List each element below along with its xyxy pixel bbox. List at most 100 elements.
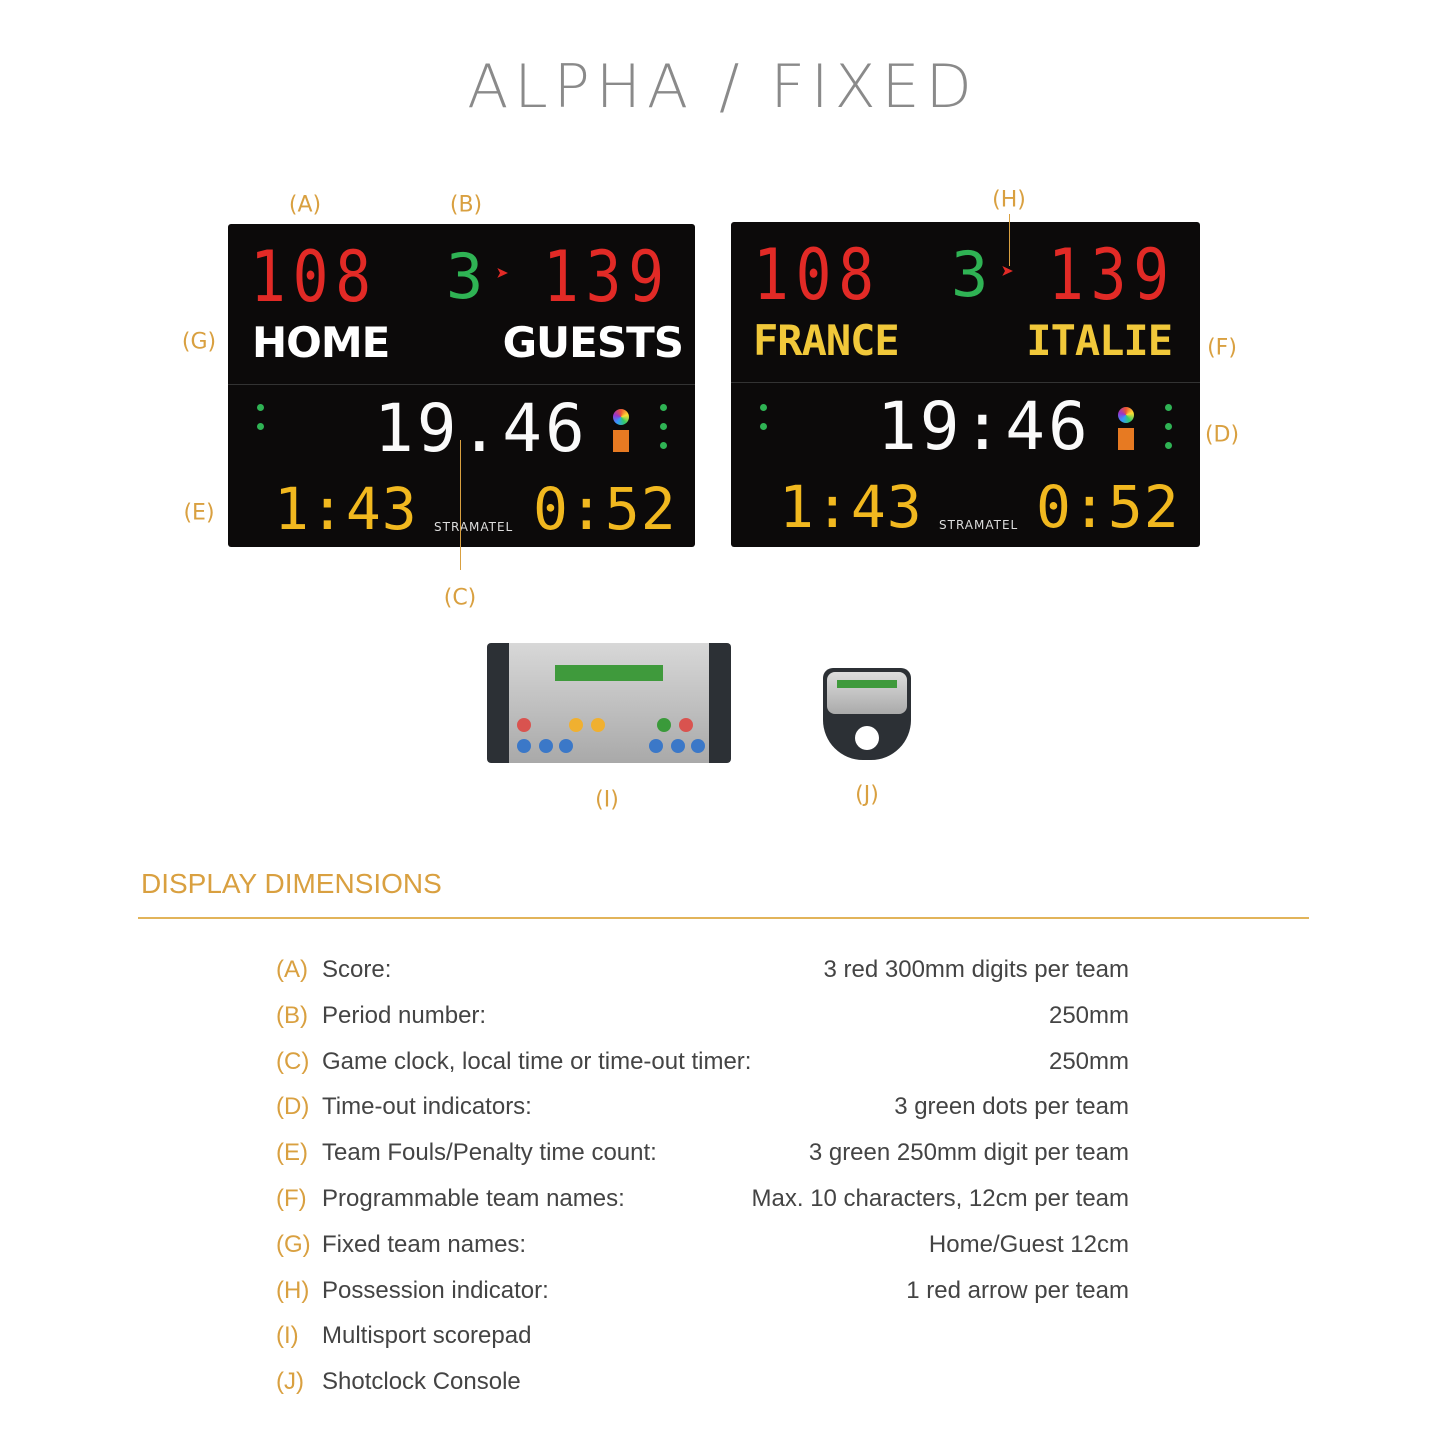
guest-fouls: 0:52 <box>1036 473 1180 541</box>
dimension-row: (D) Time-out indicators: 3 green dots per … <box>276 1093 1129 1123</box>
callout-f: (F) <box>1207 335 1237 361</box>
possession-arrow-icon: ➤ <box>1001 260 1015 285</box>
guest-score: 139 <box>1048 234 1176 316</box>
scorepad-button <box>569 718 583 732</box>
brand-logo: STRAMATEL <box>939 518 1019 532</box>
scorepad-button <box>657 718 671 732</box>
callout-g: (G) <box>181 329 217 355</box>
shotclock-console <box>823 668 911 760</box>
dimension-key: (C) <box>276 1047 310 1075</box>
dimension-name: Programmable team names: <box>322 1185 625 1212</box>
section-heading: DISPLAY DIMENSIONS <box>141 868 442 899</box>
callout-h: (H) <box>992 187 1026 213</box>
dimension-value: Home/Guest 12cm <box>928 1230 1129 1258</box>
callout-b: (B) <box>449 192 483 218</box>
dimension-value: 250mm <box>1048 1047 1129 1075</box>
dimension-value: 3 red 300mm digits per team <box>823 956 1129 983</box>
scoreboard-programmable: 108 3 ➤ 139 FRANCE ITALIE 19:46 1:43 0:5… <box>731 222 1200 547</box>
dimension-row: (G) Fixed team names: Home/Guest 12cm <box>276 1231 1129 1261</box>
dimension-key: (F) <box>276 1185 307 1212</box>
scoreboard-fixed: 108 3 ➤ 139 HOME GUESTS 19.46 1:43 0:52 … <box>228 224 695 547</box>
dimension-key: (G) <box>276 1230 311 1258</box>
dimension-row: (B) Period number: 250mm <box>276 1002 1129 1032</box>
dimension-name: Shotclock Console <box>322 1368 521 1396</box>
scorepad-button <box>591 718 605 732</box>
callout-d: (D) <box>1204 422 1240 448</box>
guest-timeout-dots <box>1165 404 1172 461</box>
callout-e: (E) <box>183 500 215 526</box>
dimension-key: (J) <box>276 1368 304 1396</box>
dimension-name: Fixed team names: <box>322 1230 527 1258</box>
dimension-name: Team Fouls/Penalty time count: <box>322 1139 657 1167</box>
home-fouls: 1:43 <box>274 475 418 543</box>
dimension-name: Time-out indicators: <box>322 1093 532 1121</box>
dimension-name: Period number: <box>322 1001 487 1029</box>
dimension-key: (I) <box>276 1322 299 1350</box>
dimension-value: 1 red arrow per team <box>906 1276 1129 1304</box>
callout-c: (C) <box>443 585 477 611</box>
scorepad-button <box>517 739 531 753</box>
dimension-row: (F) Programmable team names: Max. 10 chara… <box>276 1185 1129 1215</box>
scorepad-button <box>679 718 693 732</box>
home-score: 108 <box>250 236 378 318</box>
ball-icon <box>1118 407 1134 423</box>
game-clock: 19:46 <box>877 388 1091 465</box>
brand-logo: STRAMATEL <box>434 520 514 534</box>
console-panel <box>827 672 907 714</box>
dimension-name: Multisport scorepad <box>322 1322 532 1350</box>
scorepad-button <box>539 739 553 753</box>
dimension-value: Max. 10 characters, 12cm per team <box>751 1185 1129 1212</box>
callout-line-c <box>460 440 461 570</box>
fiba-logo-icon <box>1118 428 1134 450</box>
home-timeout-dots <box>760 404 767 442</box>
callout-i: (I) <box>595 787 619 813</box>
possession-arrow-icon: ➤ <box>496 262 510 287</box>
callout-line-h <box>1009 214 1010 266</box>
dimension-key: (D) <box>276 1093 310 1121</box>
guest-fouls: 0:52 <box>533 475 677 543</box>
ball-icon <box>613 409 629 425</box>
guest-name: GUESTS <box>502 318 684 367</box>
dimension-name: Score: <box>322 956 392 983</box>
dimension-value: 3 green 250mm digit per team <box>808 1139 1129 1167</box>
dimension-value: 3 green dots per team <box>894 1093 1129 1121</box>
console-mount-hole <box>855 726 879 750</box>
callout-j: (J) <box>855 782 879 808</box>
period-number: 3 <box>951 238 989 311</box>
scorepad-button <box>691 739 705 753</box>
dimension-key: (B) <box>276 1001 308 1029</box>
home-name: HOME <box>252 318 390 367</box>
dimension-value: 250mm <box>1048 1001 1129 1029</box>
game-clock: 19.46 <box>374 390 588 467</box>
scorepad-button <box>559 739 573 753</box>
guest-timeout-dots <box>660 404 667 461</box>
period-number: 3 <box>446 240 484 313</box>
multisport-scorepad <box>487 643 731 763</box>
dimension-row: (E) Team Fouls/Penalty time count: 3 green… <box>276 1139 1129 1169</box>
dimension-key: (E) <box>276 1139 308 1167</box>
divider <box>731 382 1200 383</box>
dimension-row: (A) Score: 3 red 300mm digits per team <box>276 956 1129 986</box>
dimension-name: Game clock, local time or time-out timer… <box>322 1047 752 1075</box>
guest-name: ITALIE <box>1026 316 1173 365</box>
scorepad-button <box>671 739 685 753</box>
home-score: 108 <box>753 234 881 316</box>
home-timeout-dots <box>257 404 264 442</box>
callout-a: (A) <box>288 192 322 218</box>
dimension-name: Possession indicator: <box>322 1276 549 1304</box>
divider <box>228 384 695 385</box>
guest-score: 139 <box>543 236 671 318</box>
section-divider <box>138 917 1309 919</box>
dimension-key: (A) <box>276 956 308 983</box>
dimension-row: (H)Possession indicator:1 red arrow per … <box>276 1277 1129 1307</box>
scorepad-button <box>649 739 663 753</box>
page-title: ALPHA / FIXED <box>467 52 978 122</box>
scorepad-button <box>517 718 531 732</box>
dimension-row: (I) Multisport scorepad <box>276 1322 1129 1352</box>
dimension-row: (C) Game clock, local time or time-out ti… <box>276 1048 1129 1078</box>
home-fouls: 1:43 <box>779 473 923 541</box>
console-screen <box>837 680 897 688</box>
fiba-logo-icon <box>613 430 629 452</box>
scorepad-screen <box>555 665 663 681</box>
dimension-row: (J) Shotclock Console <box>276 1368 1129 1398</box>
